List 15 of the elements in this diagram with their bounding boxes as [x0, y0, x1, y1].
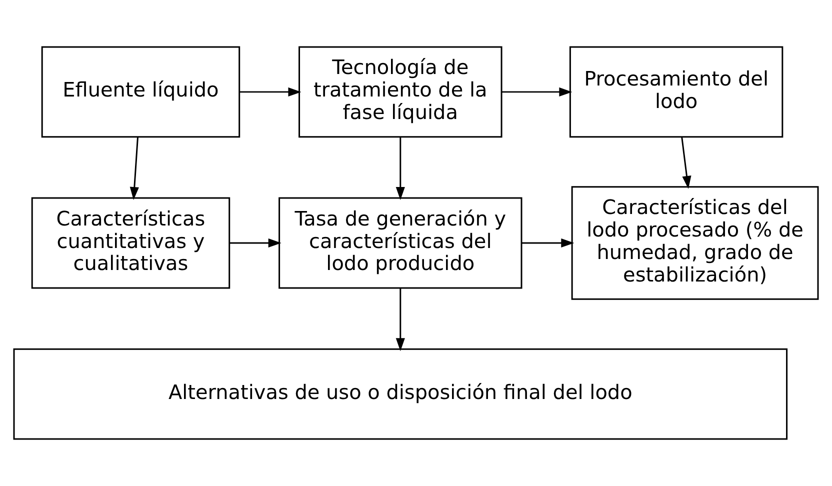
- arrow: [502, 87, 572, 96]
- node-box: Procesamiento del lodo: [569, 46, 784, 138]
- node-box: Alternativas de uso o disposición final del lodo: [13, 348, 788, 440]
- arrow: [240, 87, 302, 96]
- arrow: [130, 136, 139, 200]
- arrow: [681, 136, 692, 189]
- arrow: [396, 136, 405, 200]
- node-box: Tecnología de tratamiento de la fase líquida: [298, 46, 502, 138]
- node-box: Características cuantitativas y cualitativas: [31, 197, 230, 289]
- node-box: Efluente líquido: [41, 46, 240, 138]
- arrow: [396, 288, 405, 352]
- node-box: Tasa de generación y características del lodo producido: [278, 197, 522, 289]
- arrow: [230, 238, 282, 248]
- arrow: [522, 238, 574, 248]
- node-box: Características del lodo procesado (% de humedad, grado de estabilización): [571, 186, 819, 300]
